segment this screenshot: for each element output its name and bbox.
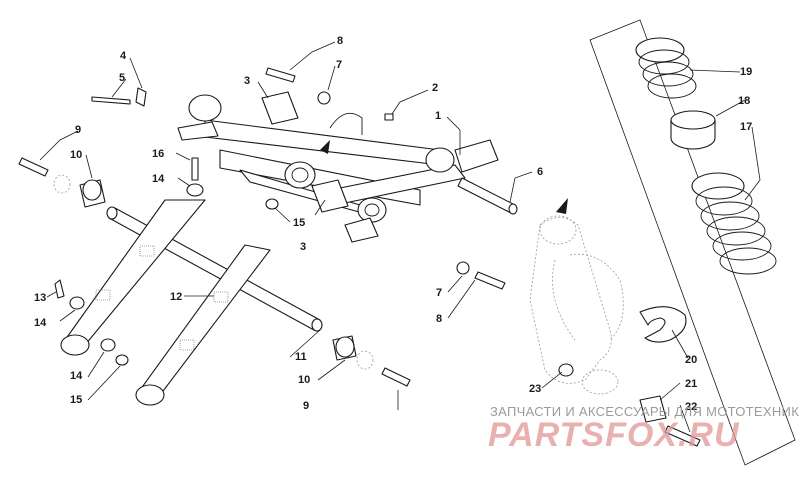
callout-11: 11 bbox=[295, 351, 307, 363]
callout-7-lower: 7 bbox=[436, 287, 442, 299]
callout-8-lower: 8 bbox=[436, 313, 442, 325]
callout-labels: 1 2 3 3 4 5 6 7 7 8 8 9 9 10 10 11 12 13… bbox=[34, 35, 752, 413]
callout-7-upper: 7 bbox=[336, 59, 342, 71]
callout-22: 22 bbox=[685, 401, 697, 413]
callout-5: 5 bbox=[119, 72, 125, 84]
callout-1: 1 bbox=[435, 110, 441, 122]
callout-10-left: 10 bbox=[70, 149, 82, 161]
callout-9-left: 9 bbox=[75, 124, 81, 136]
callout-20: 20 bbox=[685, 354, 697, 366]
shock-assembly-frame bbox=[589, 19, 796, 466]
callout-18: 18 bbox=[738, 95, 750, 107]
shock-absorber bbox=[529, 37, 777, 447]
callout-2: 2 bbox=[432, 82, 438, 94]
callout-23: 23 bbox=[529, 383, 541, 395]
callout-3-lower: 3 bbox=[300, 241, 306, 253]
callout-14-lower: 14 bbox=[70, 370, 83, 382]
watermark-tagline: ЗАПЧАСТИ И АКСЕССУАРЫ ДЛЯ МОТОТЕХНИКИ bbox=[490, 404, 800, 419]
callout-12: 12 bbox=[170, 291, 182, 303]
watermark-logo: PARTSFOX.RU bbox=[488, 416, 740, 454]
callout-14-left: 14 bbox=[34, 317, 47, 329]
callout-21: 21 bbox=[685, 378, 697, 390]
callout-15-top: 15 bbox=[293, 217, 305, 229]
callout-3-upper: 3 bbox=[244, 75, 250, 87]
callout-16: 16 bbox=[152, 148, 164, 160]
callout-13: 13 bbox=[34, 292, 46, 304]
callout-9-right: 9 bbox=[303, 400, 309, 412]
reference-arrow-icon bbox=[320, 140, 330, 154]
callout-19: 19 bbox=[740, 66, 752, 78]
rear-arm-assembly bbox=[177, 91, 518, 243]
reference-arrow-icon bbox=[556, 198, 568, 214]
callout-15-lower: 15 bbox=[70, 394, 82, 406]
callout-10-right: 10 bbox=[298, 374, 310, 386]
callout-14-top: 14 bbox=[152, 173, 165, 185]
callout-17: 17 bbox=[740, 121, 752, 133]
callout-8-upper: 8 bbox=[337, 35, 343, 47]
callout-4: 4 bbox=[120, 50, 127, 62]
leader-lines bbox=[39, 41, 761, 433]
callout-6: 6 bbox=[537, 166, 543, 178]
lower-link-assembly bbox=[18, 67, 506, 406]
